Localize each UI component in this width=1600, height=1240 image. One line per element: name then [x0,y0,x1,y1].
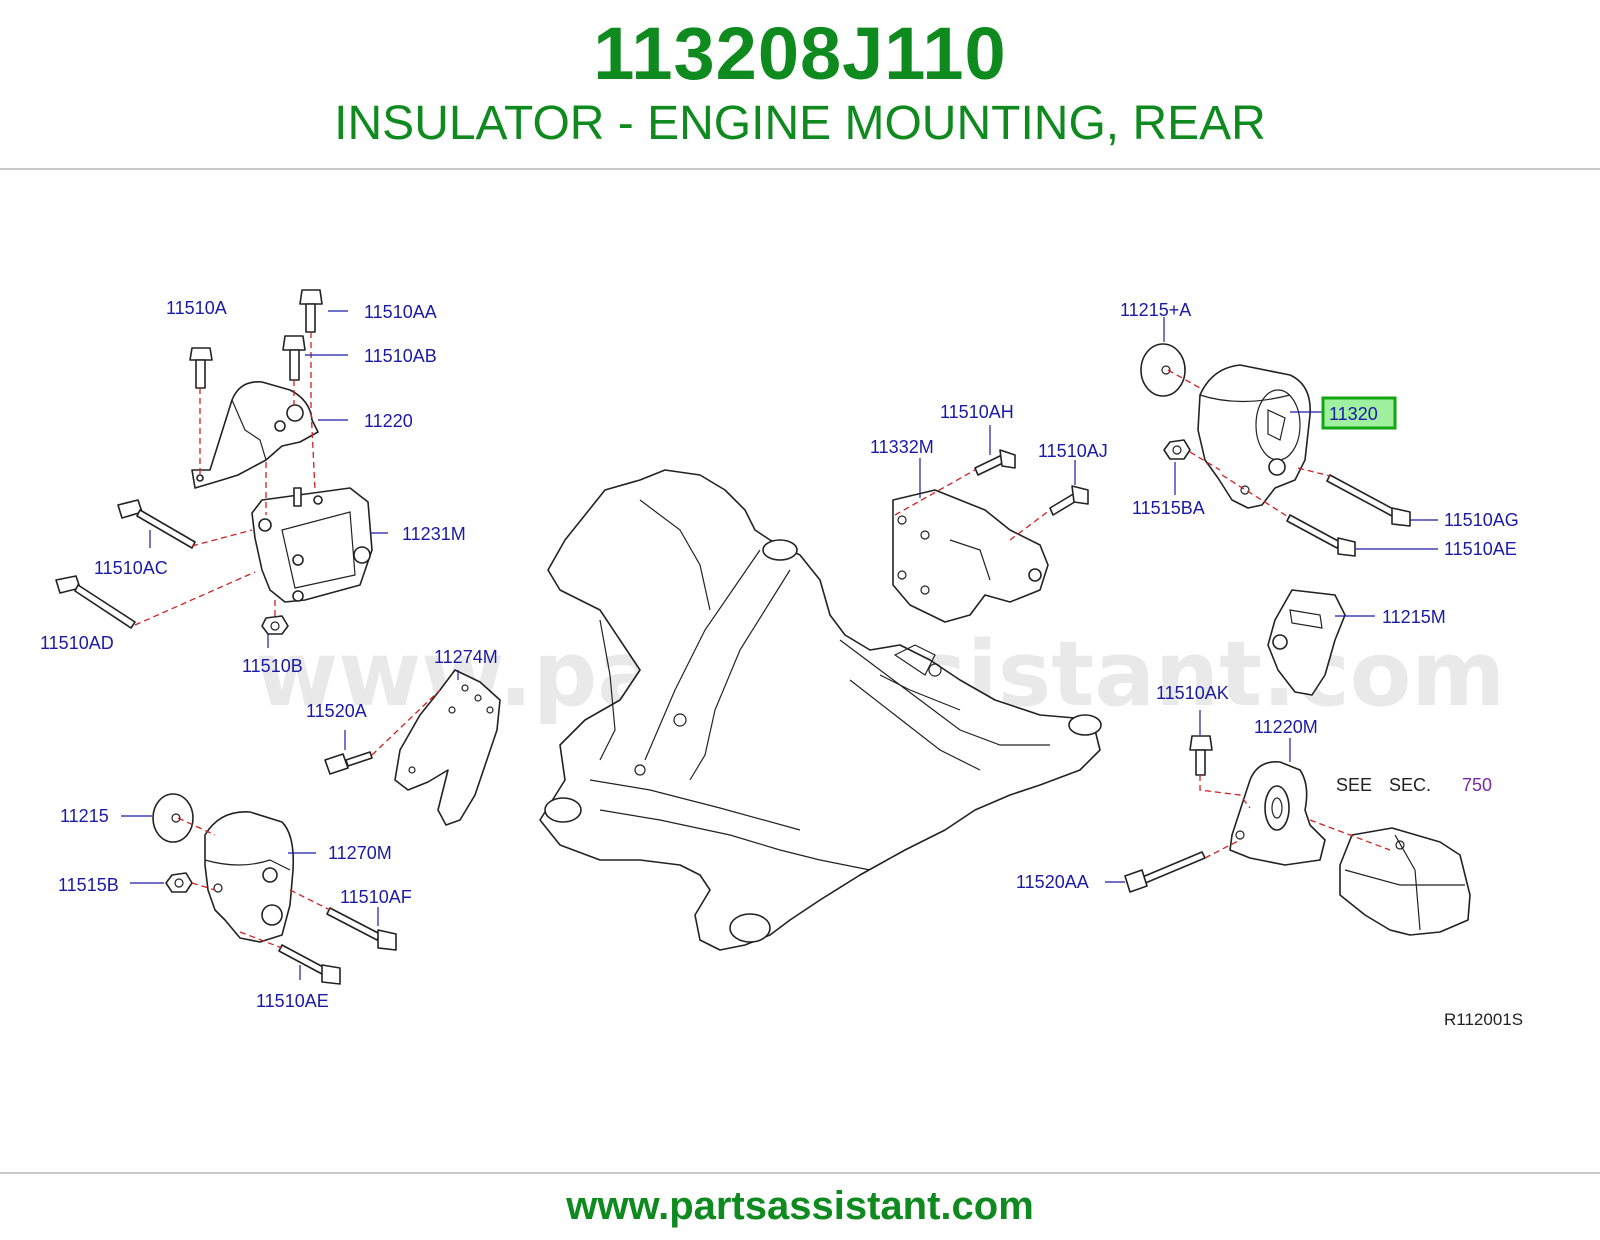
callout-11215M[interactable]: 11215M [1382,607,1446,627]
callout-11515BA[interactable]: 11515BA [1132,498,1205,518]
washer-11215-A[interactable] [1140,343,1186,397]
sec-label: SEC. [1389,775,1431,795]
insulator-11270M[interactable] [204,811,295,943]
callout-11274M[interactable]: 11274M [434,647,498,667]
bolt-11510AC[interactable] [117,499,196,549]
footer-website-link[interactable]: www.partsassistant.com [566,1184,1034,1228]
nut-11515B[interactable] [165,872,193,893]
nut-11510B[interactable] [261,615,289,635]
page-header: 113208J110 INSULATOR - ENGINE MOUNTING, … [0,0,1600,170]
parts-diagram: www.partsassistant.com [40,289,1523,1029]
callout-11515B[interactable]: 11515B [58,875,119,895]
callout-11510AJ[interactable]: 11510AJ [1038,441,1108,461]
callout-11270M[interactable]: 11270M [328,843,392,863]
callout-11510A[interactable]: 11510A [166,298,227,318]
engine-subframe [539,469,1102,951]
callout-11510AD[interactable]: 11510AD [40,633,114,653]
callout-11510B[interactable]: 11510B [242,656,303,676]
callout-11510AB[interactable]: 11510AB [364,346,437,366]
callout-11510AK[interactable]: 11510AK [1156,683,1229,703]
callout-11231M[interactable]: 11231M [402,524,466,544]
bracket-sec-750[interactable] [1339,827,1471,936]
callout-11510AE-left[interactable]: 11510AE [256,991,329,1011]
callout-11510AH[interactable]: 11510AH [940,402,1014,422]
highlight-box [1321,396,1397,430]
bolt-11510AA[interactable] [299,289,323,333]
callout-11332M[interactable]: 11332M [870,437,934,457]
mount-11215M[interactable] [1267,589,1346,696]
bracket-11332M[interactable] [892,489,1049,623]
callout-11220M[interactable]: 11220M [1254,717,1318,737]
mount-bracket-11220[interactable] [191,381,319,489]
bolt-11510AD[interactable] [55,575,136,629]
callout-11220[interactable]: 11220 [364,411,413,431]
callout-11520AA[interactable]: 11520AA [1016,872,1089,892]
section-link-750[interactable]: 750 [1462,775,1492,795]
callout-11215[interactable]: 11215 [60,806,109,826]
bolt-11510A[interactable] [189,347,213,389]
callout-11510AC[interactable]: 11510AC [94,558,168,578]
nut-11515BA[interactable] [1163,439,1191,460]
washer-11215[interactable] [152,793,194,843]
bolt-11510AG[interactable] [1326,474,1411,527]
bracket-11274M[interactable] [394,669,501,826]
callout-11320-highlighted[interactable]: 11320 [1329,404,1378,424]
part-description: INSULATOR - ENGINE MOUNTING, REAR [334,97,1266,150]
see-label: SEE [1336,775,1372,795]
callout-11510AE-right[interactable]: 11510AE [1444,539,1517,559]
mount-11220M[interactable] [1229,761,1326,866]
diagram-code: R112001S [1444,1010,1523,1029]
bolt-11510AB[interactable] [282,335,306,381]
bolt-11520AA[interactable] [1124,851,1206,893]
part-number-title: 113208J110 [593,12,1007,95]
callout-11510AA[interactable]: 11510AA [364,302,437,322]
callout-11215-A[interactable]: 11215+A [1120,300,1191,320]
bolt-11510AJ[interactable] [1049,485,1089,516]
bolt-11510AH[interactable] [974,449,1016,476]
footer-divider [0,1172,1600,1174]
bolt-11520A[interactable] [324,751,373,775]
bolt-11510AK[interactable] [1189,735,1213,776]
header-divider [0,168,1600,170]
callout-11510AG[interactable]: 11510AG [1444,510,1519,530]
bracket-11231M[interactable] [251,487,373,603]
callout-11520A[interactable]: 11520A [306,701,367,721]
bolt-11510AF[interactable] [326,907,397,951]
insulator-11320[interactable] [1197,364,1311,509]
bolt-11510AE-left[interactable] [278,944,341,985]
callout-11510AF[interactable]: 11510AF [340,887,412,907]
bolt-11510AE-right[interactable] [1286,514,1356,557]
